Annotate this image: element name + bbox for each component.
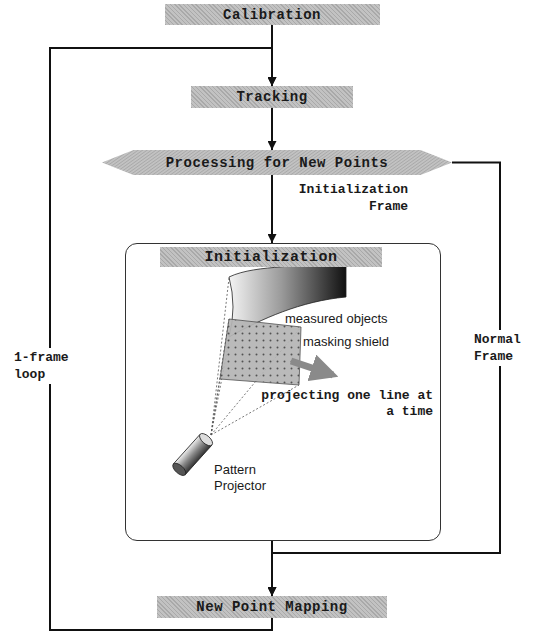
box-title: Initialization [204,249,337,266]
object-label: measured objects [285,311,405,327]
flow-connector [271,175,273,243]
header-band: Initialization [160,247,382,267]
mapping-band: New Point Mapping [157,596,387,618]
box-label: New Point Mapping [196,599,347,615]
shield-motion-arrow [291,361,333,375]
motion-label: projecting one line at a time [248,388,433,420]
shield-label: masking shield [303,334,413,350]
pattern-projector [171,431,215,477]
masking-shield [220,319,301,385]
flow-connector [271,108,273,150]
edge-label: 1-frame loop [12,348,82,384]
projector-label: Pattern Projector [214,462,282,494]
box-label: Calibration [223,7,321,23]
flow-connector [271,541,273,596]
edge-label: Normal Frame [472,330,538,366]
decision-diamond: Processing for New Points [102,150,452,175]
edge-label: Initialization Frame [278,180,410,216]
tracking-band: Tracking [191,86,353,108]
box-label: Processing for New Points [166,155,389,171]
calibration-band: Calibration [165,4,380,25]
box-label: Tracking [236,89,307,105]
diamond-fill [102,150,452,175]
projection-rays [211,278,301,435]
